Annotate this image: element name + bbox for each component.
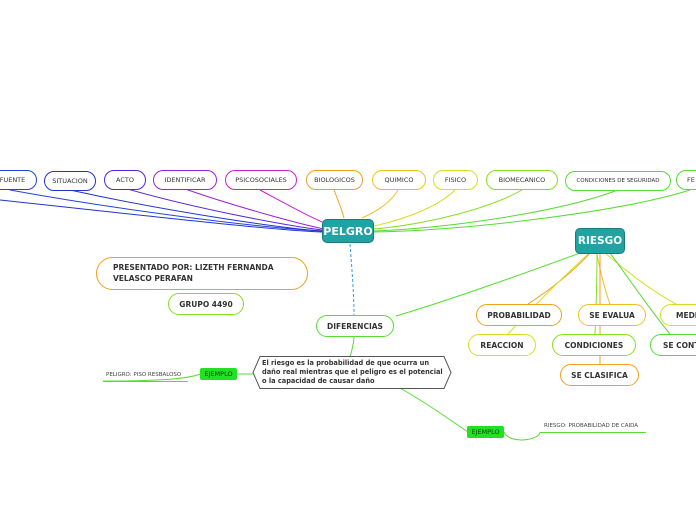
node-medi-label: MEDI bbox=[676, 310, 696, 320]
node-condiciones-seguridad-label: CONDICIONES DE SEGURIDAD bbox=[576, 178, 660, 184]
node-condiciones-label: CONDICIONES bbox=[564, 340, 624, 350]
node-se-evalua-label: SE EVALUA bbox=[589, 310, 635, 320]
group-label-text: GRUPO 4490 bbox=[179, 299, 233, 309]
node-se-clasifica-label: SE CLASIFICA bbox=[571, 370, 628, 380]
node-fuente[interactable]: FUENTE bbox=[0, 170, 37, 190]
node-biologicos[interactable]: BIOLOGICOS bbox=[306, 170, 363, 190]
node-psicosociales-label: PSICOSOCIALES bbox=[235, 176, 287, 184]
node-medi[interactable]: MEDI bbox=[660, 304, 696, 326]
example-tag-left-label: EJEMPLO bbox=[204, 370, 233, 378]
node-acto[interactable]: ACTO bbox=[104, 170, 146, 190]
description-shape bbox=[252, 356, 452, 389]
node-quimico-label: QUIMICO bbox=[384, 176, 414, 184]
example-tag-left[interactable]: EJEMPLO bbox=[200, 368, 237, 380]
node-condiciones[interactable]: CONDICIONES bbox=[552, 334, 636, 356]
example-text-left: PELIGRO: PISO RESBALOSO bbox=[106, 372, 182, 378]
example-left-underline bbox=[103, 381, 188, 382]
node-fisico-label: FISICO bbox=[444, 176, 467, 184]
node-situacion-label: SITUACION bbox=[52, 177, 88, 185]
node-probabilidad[interactable]: PROBABILIDAD bbox=[476, 304, 562, 326]
central-node-peligro[interactable]: PELGRO bbox=[322, 219, 374, 243]
node-biomecanico-label: BIOMECANICO bbox=[498, 176, 546, 184]
example-text-right: RIESGO: PROBABILIDAD DE CAIDA bbox=[544, 423, 639, 429]
author-credit-label: PRESENTADO POR: LIZETH FERNANDA VELASCO … bbox=[113, 263, 274, 283]
node-identificar[interactable]: IDENTIFICAR bbox=[153, 170, 217, 190]
node-se-evalua[interactable]: SE EVALUA bbox=[578, 304, 646, 326]
node-se-cont[interactable]: SE CONT bbox=[650, 334, 696, 356]
node-fisico[interactable]: FISICO bbox=[433, 170, 478, 190]
node-reaccion[interactable]: REACCION bbox=[468, 334, 536, 356]
node-condiciones-seguridad[interactable]: CONDICIONES DE SEGURIDAD bbox=[565, 171, 671, 191]
description-text: El riesgo es la probabilidad de que ocur… bbox=[262, 359, 443, 385]
example-right-underline bbox=[540, 432, 646, 433]
central-node-riesgo[interactable]: RIESGO bbox=[575, 228, 625, 254]
node-identificar-label: IDENTIFICAR bbox=[164, 176, 206, 184]
node-situacion[interactable]: SITUACION bbox=[44, 171, 96, 191]
node-biologicos-label: BIOLOGICOS bbox=[314, 176, 355, 184]
node-probabilidad-label: PROBABILIDAD bbox=[487, 310, 551, 320]
node-fuente-label: FUENTE bbox=[0, 176, 26, 184]
node-fe-label: FE bbox=[687, 176, 695, 184]
node-diferencias-label: DIFERENCIAS bbox=[327, 321, 383, 331]
node-se-cont-label: SE CONT bbox=[663, 340, 696, 350]
node-se-clasifica[interactable]: SE CLASIFICA bbox=[560, 364, 639, 386]
node-diferencias[interactable]: DIFERENCIAS bbox=[316, 315, 394, 337]
central-node-riesgo-label: RIESGO bbox=[577, 235, 623, 247]
node-psicosociales[interactable]: PSICOSOCIALES bbox=[225, 170, 297, 190]
group-label: GRUPO 4490 bbox=[168, 293, 244, 315]
node-quimico[interactable]: QUIMICO bbox=[372, 170, 426, 190]
node-fe[interactable]: FE bbox=[676, 170, 696, 190]
example-tag-right-label: EJEMPLO bbox=[471, 428, 500, 436]
example-tag-right[interactable]: EJEMPLO bbox=[467, 426, 504, 438]
node-acto-label: ACTO bbox=[116, 176, 134, 184]
node-biomecanico[interactable]: BIOMECANICO bbox=[486, 170, 558, 190]
node-reaccion-label: REACCION bbox=[480, 340, 524, 350]
central-node-peligro-label: PELGRO bbox=[323, 224, 373, 238]
author-credit: PRESENTADO POR: LIZETH FERNANDA VELASCO … bbox=[96, 257, 308, 290]
